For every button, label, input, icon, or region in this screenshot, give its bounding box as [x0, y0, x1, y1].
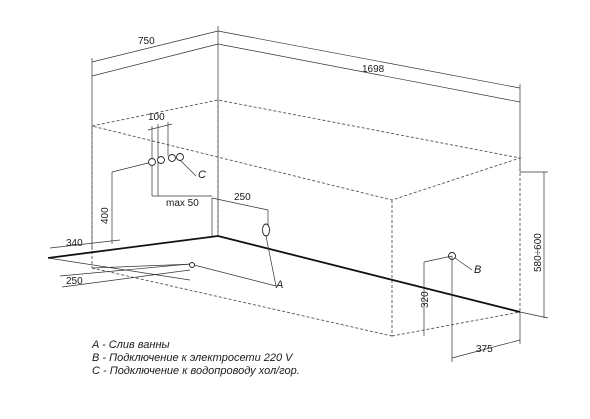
legend-item-b: B - Подключение к электросети 220 V [92, 352, 294, 364]
dim-580-600-label: 580÷600 [533, 233, 544, 272]
dim-580-600: 580÷600 [519, 171, 549, 319]
dim-400-label: 400 [100, 207, 111, 224]
legend-item-c: C - Подключение к водопроводу хол/гор. [92, 365, 300, 377]
marker-a: A [275, 279, 283, 291]
dim-375-label: 375 [476, 344, 493, 355]
pipe-hot-icon [157, 156, 165, 164]
drain-a: A [189, 223, 283, 291]
marker-b: B [474, 264, 481, 276]
dim-250-drain-label: 250 [234, 192, 251, 203]
dim-250-drain: 250 [211, 192, 269, 236]
dim-340-label: 340 [66, 238, 83, 249]
dim-340: 340 [49, 238, 121, 249]
marker-c: C [198, 169, 206, 181]
dim-100: 100 [148, 112, 165, 123]
tub-dashed-body [91, 99, 522, 337]
legend: A - Слив ванны B - Подключение к электро… [91, 339, 300, 377]
dim-100-label: 100 [148, 112, 165, 123]
dim-750-label: 750 [138, 36, 155, 47]
legend-item-a: A - Слив ванны [91, 339, 170, 351]
dim-400: 400 [100, 161, 153, 244]
outer-frame [91, 43, 521, 250]
dim-375: 375 [451, 312, 521, 359]
dim-max50: max 50 [152, 195, 212, 209]
pipe-extra2-icon [176, 153, 184, 161]
electrical-b: B [423, 252, 481, 362]
dim-max50-label: max 50 [166, 198, 199, 209]
dim-320-label: 320 [420, 291, 431, 308]
floor-projection [47, 257, 196, 281]
drain-icon [262, 223, 270, 237]
dim-750: 750 [91, 26, 219, 76]
drain-floor-point-icon [189, 262, 195, 268]
dim-1698: 1698 [217, 30, 521, 102]
water-connection-c: C [147, 122, 206, 196]
dim-250-left-label: 250 [66, 276, 83, 287]
pipe-extra-icon [168, 154, 176, 162]
dim-250-left: 250 [61, 269, 191, 288]
dim-320: 320 [420, 291, 431, 308]
dim-1698-label: 1698 [362, 64, 385, 75]
pipe-cold-icon [148, 158, 156, 166]
